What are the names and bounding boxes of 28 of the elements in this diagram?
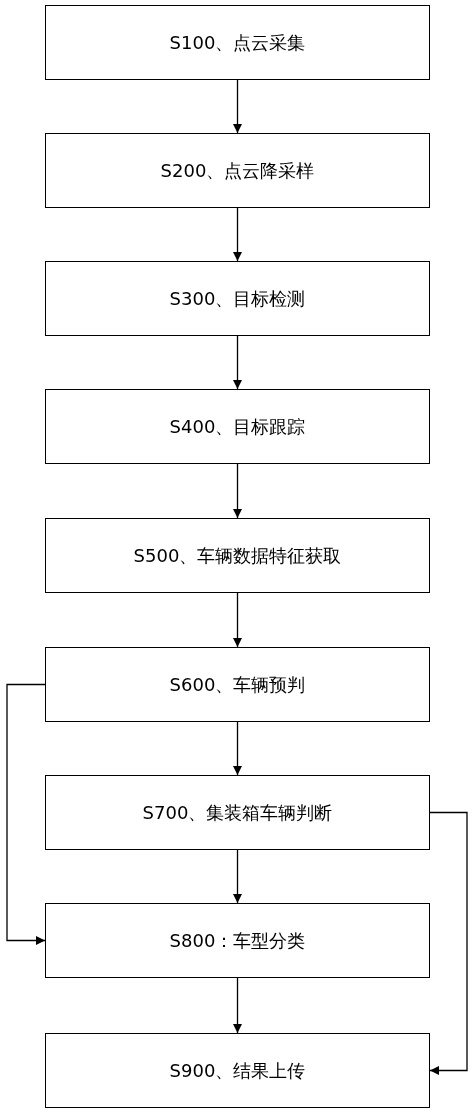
process-box — [45, 261, 430, 336]
step-label: S900、结果上传 — [169, 1058, 306, 1083]
process-box — [45, 133, 430, 208]
arrow — [233, 79, 242, 134]
process-box — [45, 1033, 430, 1108]
step-label: S100、点云采集 — [169, 30, 306, 55]
arrow — [6, 683, 46, 945]
process-box — [45, 5, 430, 80]
arrow — [233, 463, 242, 519]
arrow — [233, 335, 242, 390]
step-label: S300、目标检测 — [169, 286, 306, 311]
step-label: S800：车型分类 — [169, 928, 306, 953]
step-label: S500、车辆数据特征获取 — [133, 543, 342, 568]
step-label: S400、目标跟踪 — [169, 414, 306, 439]
step-label: S700、集装箱车辆判断 — [142, 800, 333, 825]
step-label: S200、点云降采样 — [160, 158, 315, 183]
process-box — [45, 903, 430, 978]
arrow — [233, 977, 242, 1034]
step-label: S600、车辆预判 — [169, 672, 306, 697]
arrow — [233, 207, 242, 262]
process-box — [45, 518, 430, 593]
arrow — [233, 721, 242, 776]
process-box — [45, 775, 430, 850]
process-box — [45, 389, 430, 464]
process-box — [45, 647, 430, 722]
arrow — [233, 592, 242, 648]
arrow — [429, 811, 468, 1075]
arrow — [233, 849, 242, 904]
